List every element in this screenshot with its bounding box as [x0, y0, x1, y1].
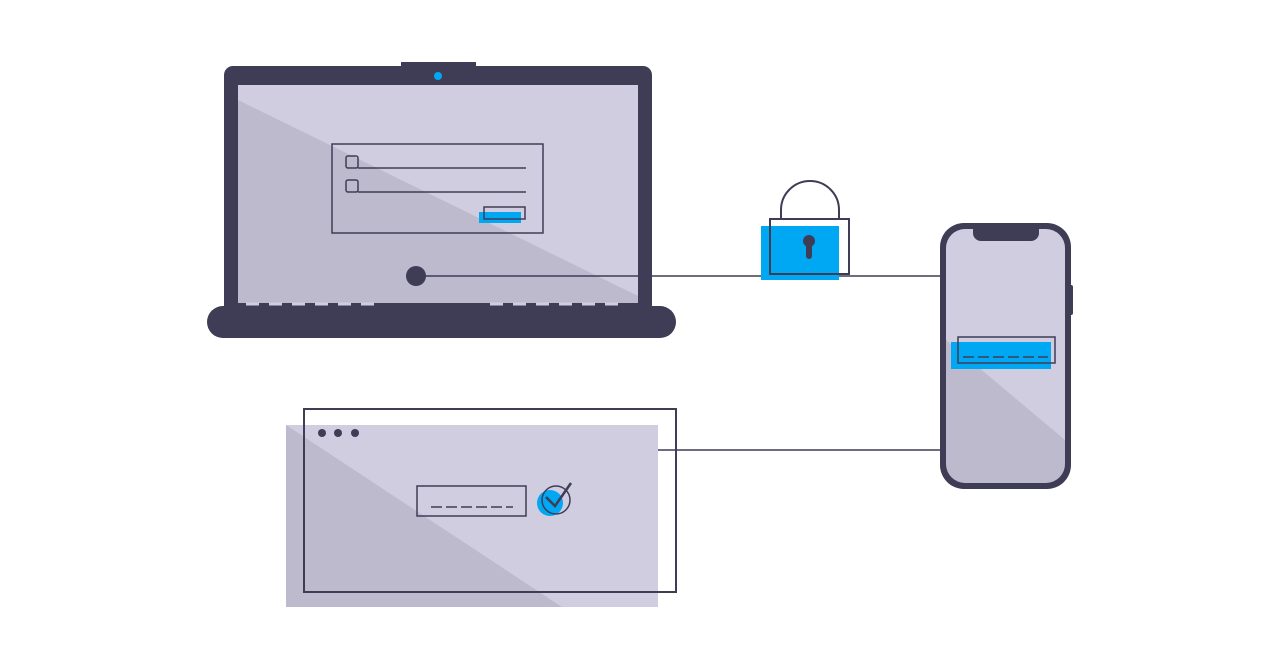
browser-window: [286, 408, 677, 607]
checkbox-icon: [345, 179, 359, 193]
submit-button-icon: [479, 212, 521, 223]
login-form: [331, 143, 544, 234]
laptop-screen: [238, 85, 638, 303]
login-form-frame: [331, 143, 544, 234]
browser-code-field: [416, 485, 527, 517]
padlock-body-fill: [761, 226, 839, 280]
check-circle-icon: [537, 482, 573, 516]
window-dot-icon: [351, 429, 359, 437]
padlock-icon: [761, 180, 850, 280]
phone-code-field-fill: [951, 342, 1051, 369]
laptop: [207, 62, 676, 338]
browser-frame: [303, 408, 677, 593]
checkbox-icon: [345, 155, 359, 169]
check-mark-icon: [545, 482, 573, 508]
phone-screen-shade: [946, 340, 1065, 483]
window-dot-icon: [334, 429, 342, 437]
code-field-icon: [416, 485, 527, 517]
padlock-body-outline: [769, 218, 850, 275]
phone: [940, 223, 1073, 489]
laptop-camera-icon: [434, 72, 442, 80]
connector-dot: [406, 266, 426, 286]
laptop-base: [207, 306, 676, 338]
keyhole-icon: [803, 235, 815, 247]
check-circle-outline: [541, 485, 571, 515]
window-dot-icon: [318, 429, 326, 437]
code-field-icon: [951, 336, 1056, 369]
phone-notch: [973, 229, 1039, 241]
laptop-camera-notch: [401, 62, 476, 72]
phone-code-field-outline: [957, 336, 1056, 364]
submit-button-outline: [483, 206, 526, 220]
check-circle-fill: [537, 490, 563, 516]
padlock-shackle: [780, 180, 840, 219]
keyhole-slot: [806, 243, 812, 259]
laptop-screen-shade: [238, 100, 638, 303]
